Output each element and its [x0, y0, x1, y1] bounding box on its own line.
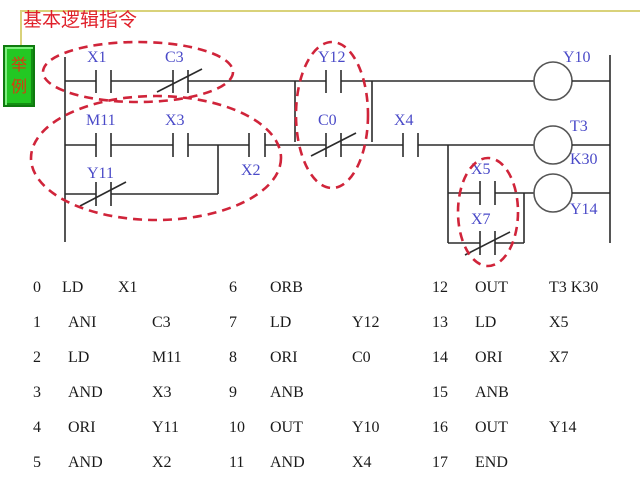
contact-x1-label: X1: [87, 49, 107, 66]
instruction-opcode: LD: [62, 279, 84, 296]
rung-2: M11 X3 X2 C0 X4 T3: [65, 112, 610, 194]
instruction-operand: X2: [152, 454, 172, 471]
coil-y10-label: Y10: [563, 49, 591, 66]
title-frame-left-line: [20, 10, 22, 46]
contact-c0-nc: C0: [310, 112, 357, 157]
contact-y11-nc: Y11: [79, 165, 127, 207]
instruction-step: 9: [229, 384, 237, 401]
instruction-step: 1: [33, 314, 41, 331]
rung-2-branch-y11: Y11: [65, 165, 218, 207]
coil-t3-label: T3: [570, 118, 588, 135]
instruction-opcode: OUT: [475, 279, 508, 296]
instruction-operand: T3 K30: [549, 279, 599, 296]
instruction-step: 5: [33, 454, 41, 471]
instruction-step: 0: [33, 279, 41, 296]
instruction-opcode: LD: [270, 314, 292, 331]
example-button-char-2: 例: [10, 77, 27, 96]
ladder-diagram: X1 C3 Y12 Y10 M11: [29, 40, 611, 268]
instruction-step: 16: [432, 419, 448, 436]
instruction-opcode: ORI: [68, 419, 96, 436]
contact-c3-label: C3: [165, 49, 184, 66]
instruction-step: 2: [33, 349, 41, 366]
instruction-operand: C3: [152, 314, 171, 331]
instruction-opcode: LD: [68, 349, 90, 366]
instruction-step: 4: [33, 419, 41, 436]
instruction-operand: C0: [352, 349, 371, 366]
instruction-operand: X4: [352, 454, 372, 471]
instruction-operand: X5: [549, 314, 569, 331]
contact-x7-nc: X7: [464, 211, 511, 256]
instruction-opcode: ORI: [475, 349, 503, 366]
contact-x5-label: X5: [471, 161, 491, 178]
instruction-opcode: ORI: [270, 349, 298, 366]
coil-y14: Y14: [533, 173, 598, 218]
contact-x2: X2: [241, 133, 266, 179]
instruction-opcode: END: [475, 454, 508, 471]
coil-y14-label: Y14: [570, 201, 598, 218]
instruction-step: 12: [432, 279, 448, 296]
instruction-operand: X7: [549, 349, 569, 366]
highlight-ellipse-block-1: [41, 40, 235, 104]
contact-y12-label: Y12: [318, 49, 346, 66]
instruction-operand: Y14: [549, 419, 577, 436]
contact-x7-label: X7: [471, 211, 491, 228]
instruction-step: 6: [229, 279, 237, 296]
contact-y11-label: Y11: [87, 165, 114, 182]
contact-c3-nc: C3: [156, 49, 203, 93]
rung-1: X1 C3 Y12 Y10: [65, 49, 610, 142]
contact-x3-label: X3: [165, 112, 185, 129]
instruction-opcode: ANB: [270, 384, 304, 401]
instruction-opcode: AND: [68, 454, 103, 471]
instruction-step: 14: [432, 349, 448, 366]
instruction-opcode: OUT: [270, 419, 303, 436]
contact-x2-label: X2: [241, 162, 261, 179]
coil-t3-preset-label: K30: [570, 151, 598, 168]
contact-m11-label: M11: [86, 112, 116, 129]
instruction-opcode: OUT: [475, 419, 508, 436]
instruction-step: 17: [432, 454, 448, 471]
coil-t3: T3 K30: [533, 118, 598, 168]
instruction-operand: X1: [118, 279, 138, 296]
example-button-char-1: 举: [10, 55, 27, 74]
contact-x3: X3: [165, 112, 189, 157]
instruction-step: 15: [432, 384, 448, 401]
contact-x4-label: X4: [394, 112, 414, 129]
contact-x4: X4: [394, 112, 419, 157]
instruction-operand: Y10: [352, 419, 380, 436]
contact-y12: Y12: [318, 49, 346, 93]
instruction-opcode: AND: [270, 454, 305, 471]
title-frame-top-line: [20, 10, 640, 12]
instruction-step: 10: [229, 419, 245, 436]
highlight-ellipse-y12-c0: [294, 40, 370, 190]
instruction-opcode: ANB: [475, 384, 509, 401]
highlight-ellipse-block-2: [29, 94, 283, 222]
instruction-operand: X3: [152, 384, 172, 401]
instruction-opcode: ORB: [270, 279, 303, 296]
coil-y10: Y10: [533, 49, 591, 101]
contact-x1: X1: [87, 49, 112, 93]
instruction-opcode: AND: [68, 384, 103, 401]
instruction-step: 8: [229, 349, 237, 366]
rung-3: X5 X7 Y14: [447, 145, 610, 256]
instruction-step: 11: [229, 454, 245, 471]
page-title: 基本逻辑指令: [23, 9, 138, 31]
contact-m11: M11: [86, 112, 116, 157]
contact-c0-label: C0: [318, 112, 337, 129]
contact-x5: X5: [471, 161, 496, 205]
instruction-step: 7: [229, 314, 237, 331]
instruction-operand: Y11: [152, 419, 179, 436]
example-button[interactable]: 举 例: [3, 45, 35, 107]
instruction-operand: Y12: [352, 314, 380, 331]
instruction-opcode: LD: [475, 314, 497, 331]
instruction-step: 13: [432, 314, 448, 331]
instruction-opcode: ANI: [68, 314, 97, 331]
instruction-step: 3: [33, 384, 41, 401]
highlight-ellipse-x5-x7: [456, 156, 520, 268]
instruction-operand: M11: [152, 349, 182, 366]
